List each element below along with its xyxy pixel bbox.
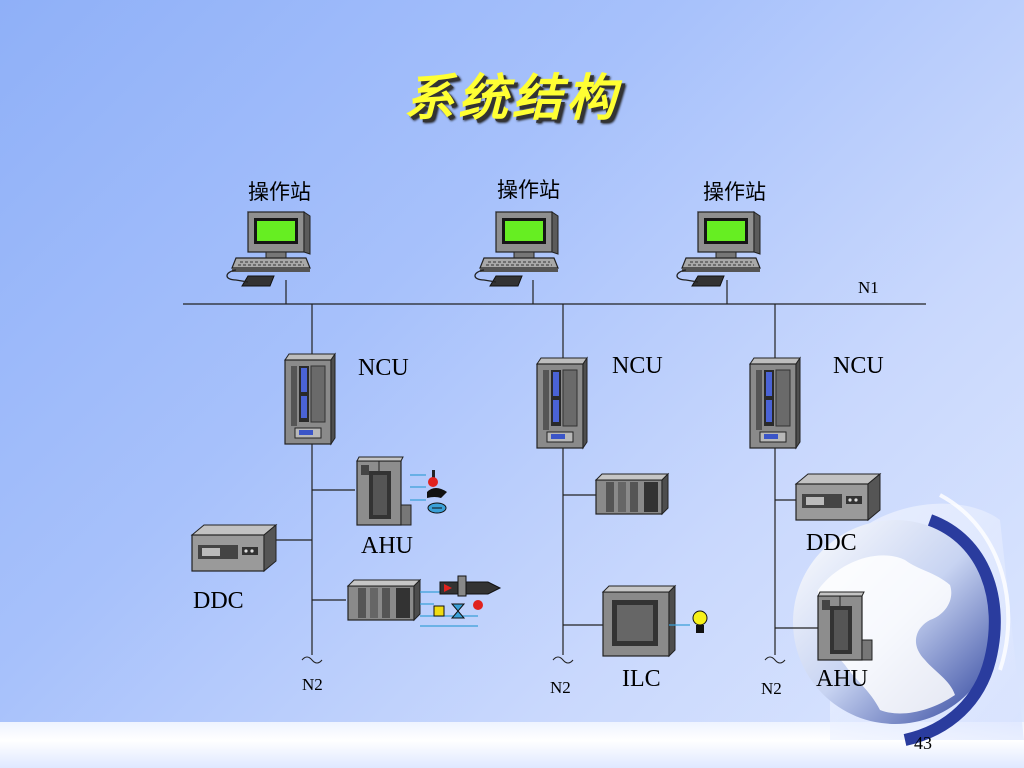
controller-1-icon	[347, 579, 421, 621]
ahu-1-icon	[356, 456, 412, 526]
ilc-label: ILC	[622, 666, 661, 692]
ncu-3-icon	[749, 357, 801, 449]
n2-3-label: N2	[761, 679, 782, 698]
ddc-2-icon	[795, 473, 881, 521]
ncu-2-icon	[536, 357, 588, 449]
ahu-1-sensor-icons	[410, 470, 447, 514]
workstation-2-icon	[474, 211, 559, 287]
n2-2-label: N2	[550, 678, 571, 697]
workstation-3-label: 操作站	[703, 180, 766, 204]
ncu-1-label: NCU	[358, 355, 409, 381]
ncu-3-label: NCU	[833, 353, 884, 379]
ddc-1-icon	[191, 524, 277, 572]
valve-actuator-icons	[420, 575, 502, 627]
workstation-1-label: 操作站	[248, 180, 311, 204]
globe-decoration	[793, 493, 1024, 746]
workstation-3-icon	[676, 211, 761, 287]
ahu-2-label: AHU	[816, 666, 868, 692]
light-bulb-icon	[669, 610, 708, 633]
ilc-icon	[601, 584, 677, 658]
n2-1-label: N2	[302, 675, 323, 694]
ahu-1-label: AHU	[361, 533, 413, 559]
slide-title: 系统结构	[404, 68, 620, 127]
workstation-2-label: 操作站	[497, 178, 560, 202]
controller-2-icon	[595, 473, 669, 515]
ncu-2-label: NCU	[612, 353, 663, 379]
ddc-1-label: DDC	[193, 588, 244, 614]
ncu-1-icon	[284, 353, 336, 445]
page-number: 43	[914, 733, 932, 753]
ddc-2-label: DDC	[806, 530, 857, 556]
workstation-1-icon	[226, 211, 311, 287]
n1-label: N1	[858, 278, 879, 297]
